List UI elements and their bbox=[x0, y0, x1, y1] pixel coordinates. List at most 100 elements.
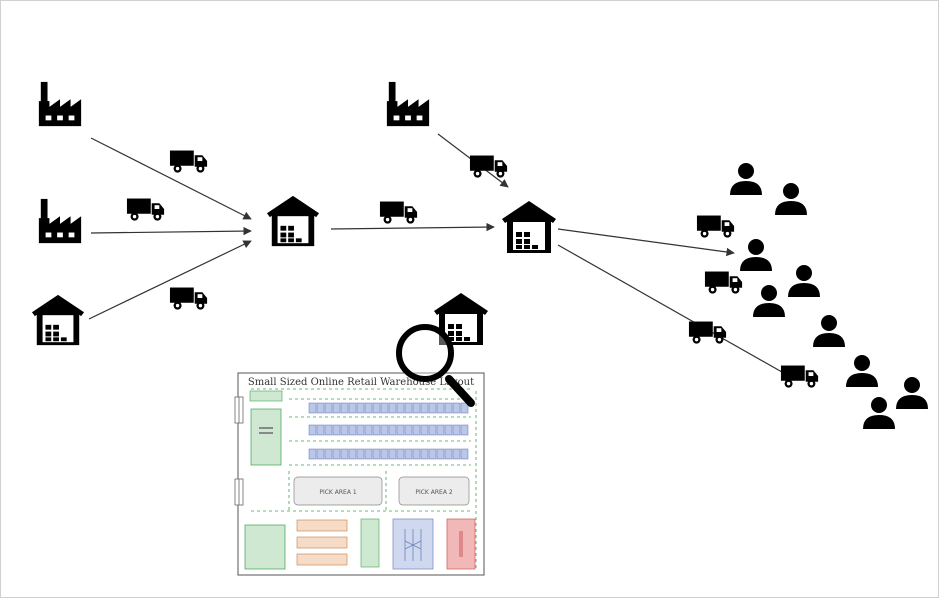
rack-bay bbox=[436, 448, 445, 460]
rack-bay bbox=[348, 424, 357, 436]
person-icon bbox=[775, 183, 807, 215]
arrow-factory1-to-dc bbox=[90, 137, 252, 220]
rack-bay bbox=[436, 402, 445, 414]
rack-bay bbox=[420, 448, 429, 460]
rack-bay bbox=[412, 402, 421, 414]
person-icon bbox=[863, 397, 895, 429]
rack-bay bbox=[340, 402, 349, 414]
rack-bay bbox=[436, 424, 445, 436]
rack-bay bbox=[332, 424, 341, 436]
rack-bay bbox=[412, 424, 421, 436]
factory-icon bbox=[386, 81, 430, 127]
rack-bay bbox=[420, 424, 429, 436]
pick-area-2-label: PICK AREA 2 bbox=[415, 489, 452, 496]
dock-doors bbox=[234, 396, 244, 506]
truck-icon bbox=[126, 198, 165, 221]
truck-icon bbox=[696, 215, 735, 238]
arrow-regional-to-customers-2 bbox=[557, 244, 790, 377]
rack-bay bbox=[372, 448, 381, 460]
rack-bay bbox=[372, 402, 381, 414]
packing-station-1 bbox=[296, 519, 348, 532]
rack-bay bbox=[308, 424, 317, 436]
rack-bay bbox=[324, 402, 333, 414]
rack-bay bbox=[356, 402, 365, 414]
rack-bay bbox=[388, 424, 397, 436]
rack-bay bbox=[364, 448, 373, 460]
rack-bay bbox=[460, 402, 469, 414]
rack-bay bbox=[420, 402, 429, 414]
rack-bay bbox=[452, 424, 461, 436]
rack-bay bbox=[316, 402, 325, 414]
person-icon bbox=[813, 315, 845, 347]
truck-icon bbox=[780, 365, 819, 388]
arrow-factory2-to-dc bbox=[90, 226, 252, 236]
magnifying-glass-icon bbox=[396, 324, 475, 407]
rack-bay bbox=[356, 448, 365, 460]
rack-bay bbox=[380, 448, 389, 460]
rack-bay bbox=[364, 402, 373, 414]
rack-bay bbox=[404, 402, 413, 414]
rack-bay bbox=[332, 402, 341, 414]
rack-bay bbox=[340, 424, 349, 436]
person-icon bbox=[730, 163, 762, 195]
rack-bay bbox=[460, 424, 469, 436]
rack-bay bbox=[396, 402, 405, 414]
warehouse-icon bbox=[266, 195, 320, 247]
returns-zone bbox=[446, 518, 476, 570]
rack-bay bbox=[364, 424, 373, 436]
rack-bay bbox=[348, 402, 357, 414]
truck-icon bbox=[169, 150, 208, 173]
rack-bay bbox=[316, 424, 325, 436]
rack-bay bbox=[348, 448, 357, 460]
packing-station-2 bbox=[296, 536, 348, 549]
rack-bay bbox=[404, 448, 413, 460]
pick-area-2 bbox=[398, 476, 470, 506]
staging-zone bbox=[360, 518, 380, 568]
truck-icon bbox=[688, 321, 727, 344]
warehouse-icon bbox=[502, 201, 556, 253]
rack-bay bbox=[388, 448, 397, 460]
rack-bay bbox=[396, 448, 405, 460]
rack-bay bbox=[380, 424, 389, 436]
rack-bay bbox=[412, 448, 421, 460]
rack-bay bbox=[404, 424, 413, 436]
factory-icon bbox=[38, 198, 82, 244]
rack-bay bbox=[356, 424, 365, 436]
rack-bay bbox=[444, 448, 453, 460]
person-icon bbox=[740, 239, 772, 271]
pick-area-1 bbox=[293, 476, 383, 506]
person-icon bbox=[896, 377, 928, 409]
rack-bay bbox=[428, 424, 437, 436]
rack-bay bbox=[372, 424, 381, 436]
office-zone bbox=[249, 390, 283, 402]
rack-bay bbox=[308, 402, 317, 414]
receiving-zone bbox=[250, 408, 282, 466]
rack-rows bbox=[308, 402, 469, 460]
rack-bay bbox=[308, 448, 317, 460]
arrow-regional-to-customers-1 bbox=[557, 228, 735, 257]
person-icon bbox=[753, 285, 785, 317]
rack-bay bbox=[452, 448, 461, 460]
floor-plan-title: Small Sized Online Retail Warehouse Layo… bbox=[248, 377, 474, 388]
warehouse-floor-plan: Small Sized Online Retail Warehouse Layo… bbox=[234, 372, 485, 576]
rack-bay bbox=[452, 402, 461, 414]
truck-icon bbox=[469, 155, 508, 178]
rack-bay bbox=[324, 448, 333, 460]
warehouse-icon bbox=[31, 294, 85, 346]
person-icon bbox=[788, 265, 820, 297]
rack-bay bbox=[396, 424, 405, 436]
rack-bay bbox=[380, 402, 389, 414]
factory-icon bbox=[38, 81, 82, 127]
rack-bay bbox=[428, 402, 437, 414]
rack-bay bbox=[388, 402, 397, 414]
truck-icon bbox=[169, 287, 208, 310]
rack-bay bbox=[332, 448, 341, 460]
rack-bay bbox=[444, 424, 453, 436]
rack-bay bbox=[324, 424, 333, 436]
aisle-lines bbox=[251, 388, 477, 569]
rack-bay bbox=[460, 448, 469, 460]
rack-bay bbox=[444, 402, 453, 414]
packing-station-3 bbox=[296, 553, 348, 566]
